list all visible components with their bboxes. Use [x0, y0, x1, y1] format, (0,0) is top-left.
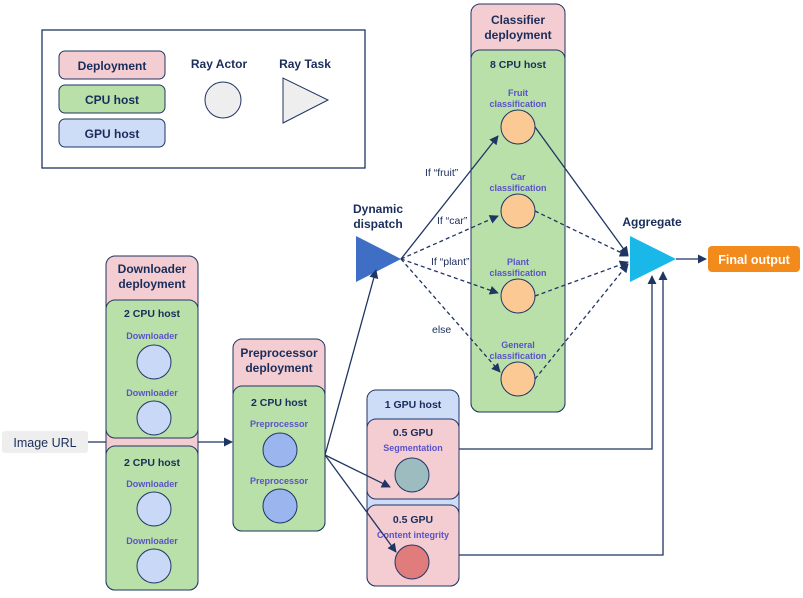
downloader-host-1-label: 2 CPU host — [124, 308, 181, 320]
preprocessor-deployment-subtitle: deployment — [245, 361, 312, 375]
downloader-actor-2 — [136, 400, 172, 436]
general-classification-sublabel: classification — [489, 351, 546, 361]
gpu-host-label: 1 GPU host — [385, 399, 442, 411]
fruit-classification-sublabel: classification — [489, 99, 546, 109]
final-output-label: Final output — [718, 253, 790, 267]
classifier-host-label: 8 CPU host — [490, 59, 547, 71]
gpu-slot-2-label: 0.5 GPU — [393, 514, 433, 526]
downloader-actor-4-label: Downloader — [126, 536, 178, 546]
classifier-deployment-title: Classifier — [491, 13, 545, 27]
legend-gpu-host-label: GPU host — [85, 127, 140, 141]
car-classification-actor — [500, 193, 536, 229]
legend-ray-task-label: Ray Task — [279, 57, 331, 71]
legend-gpu-host-swatch — [58, 118, 166, 148]
preprocessor-actor-1-label: Preprocessor — [250, 419, 309, 429]
preprocessor-actor-2-label: Preprocessor — [250, 476, 309, 486]
downloader-deployment-title: Downloader — [118, 262, 187, 276]
downloader-deployment-subtitle: deployment — [118, 277, 185, 291]
preprocessor-host-label: 2 CPU host — [251, 397, 308, 409]
condition-plant-label: If “plant” — [431, 256, 470, 268]
dynamic-dispatch: Dynamic dispatch — [353, 202, 403, 282]
image-url-input: Image URL — [2, 431, 88, 453]
aggregate-triangle — [630, 236, 676, 282]
plant-classification-sublabel: classification — [489, 268, 546, 278]
fruit-classification-label: Fruit — [508, 88, 528, 98]
plant-classification-label: Plant — [507, 257, 529, 267]
car-classification-label: Car — [510, 172, 526, 182]
aggregate: Aggregate — [622, 215, 682, 282]
condition-else-label: else — [432, 324, 451, 336]
legend-ray-task-triangle — [282, 77, 330, 124]
content-integrity-actor — [394, 544, 430, 580]
downloader-deployment: Downloader deployment 2 CPU host Downloa… — [105, 255, 199, 591]
edge-dispatch-to-car — [400, 215, 499, 260]
classifier-deployment: Classifier deployment 8 CPU host Fruit c… — [470, 3, 566, 413]
downloader-host-2-label: 2 CPU host — [124, 457, 181, 469]
segmentation-actor — [394, 457, 430, 493]
edges — [88, 126, 707, 556]
legend-ray-actor-label: Ray Actor — [191, 57, 248, 71]
legend-cpu-host-label: CPU host — [85, 93, 139, 107]
dynamic-dispatch-sublabel: dispatch — [353, 217, 402, 231]
legend-ray-actor-circle — [204, 81, 242, 119]
classifier-deployment-subtitle: deployment — [484, 28, 551, 42]
edge-car-to-aggregate — [534, 210, 629, 257]
downloader-actor-1-label: Downloader — [126, 331, 178, 341]
edge-preprocessor-to-dispatch — [324, 269, 379, 456]
downloader-actor-3-label: Downloader — [126, 479, 178, 489]
condition-fruit-label: If “fruit” — [425, 167, 459, 179]
general-classification-actor — [500, 361, 536, 397]
downloader-actor-3 — [136, 491, 172, 527]
condition-car-label: If “car” — [437, 215, 468, 227]
downloader-actor-1 — [136, 344, 172, 380]
legend-cpu-host-swatch — [58, 84, 166, 114]
content-integrity-actor-label: Content integrity — [377, 530, 449, 540]
final-output: Final output — [708, 246, 800, 272]
preprocessor-deployment: Preprocessor deployment 2 CPU host Prepr… — [232, 338, 326, 532]
edge-segmentation-to-aggregate — [459, 275, 657, 450]
fruit-classification-actor — [500, 109, 536, 145]
edge-preprocessor-to-content-integrity — [324, 454, 397, 553]
preprocessor-deployment-title: Preprocessor — [240, 346, 318, 360]
car-classification-sublabel: classification — [489, 183, 546, 193]
edge-plant-to-aggregate — [534, 260, 629, 297]
segmentation-actor-label: Segmentation — [383, 443, 443, 453]
image-url-label: Image URL — [13, 436, 76, 450]
edge-preprocessor-to-segmentation — [324, 454, 391, 488]
edge-fruit-to-aggregate — [534, 126, 629, 256]
dynamic-dispatch-label: Dynamic — [353, 202, 403, 216]
final-output-box — [708, 246, 800, 272]
gpu-slot-1-label: 0.5 GPU — [393, 427, 433, 439]
aggregate-label: Aggregate — [622, 215, 682, 229]
legend: Deployment CPU host GPU host Ray Actor R… — [41, 29, 366, 169]
image-url-box — [2, 431, 88, 453]
edge-dispatch-to-fruit — [400, 135, 499, 260]
edge-general-to-aggregate — [534, 263, 629, 380]
preprocessor-actor-1 — [262, 432, 298, 468]
legend-deployment-label: Deployment — [78, 59, 147, 73]
plant-classification-actor — [500, 278, 536, 314]
downloader-actor-2-label: Downloader — [126, 388, 178, 398]
general-classification-label: General — [501, 340, 535, 350]
gpu-host: 1 GPU host 0.5 GPU Segmentation 0.5 GPU … — [366, 389, 460, 587]
edge-dispatch-to-plant — [400, 258, 499, 295]
preprocessor-actor-2 — [262, 488, 298, 524]
legend-deployment-swatch — [58, 50, 166, 80]
edge-content-integrity-to-aggregate — [459, 271, 668, 556]
downloader-actor-4 — [136, 548, 172, 584]
dynamic-dispatch-triangle — [356, 236, 401, 282]
